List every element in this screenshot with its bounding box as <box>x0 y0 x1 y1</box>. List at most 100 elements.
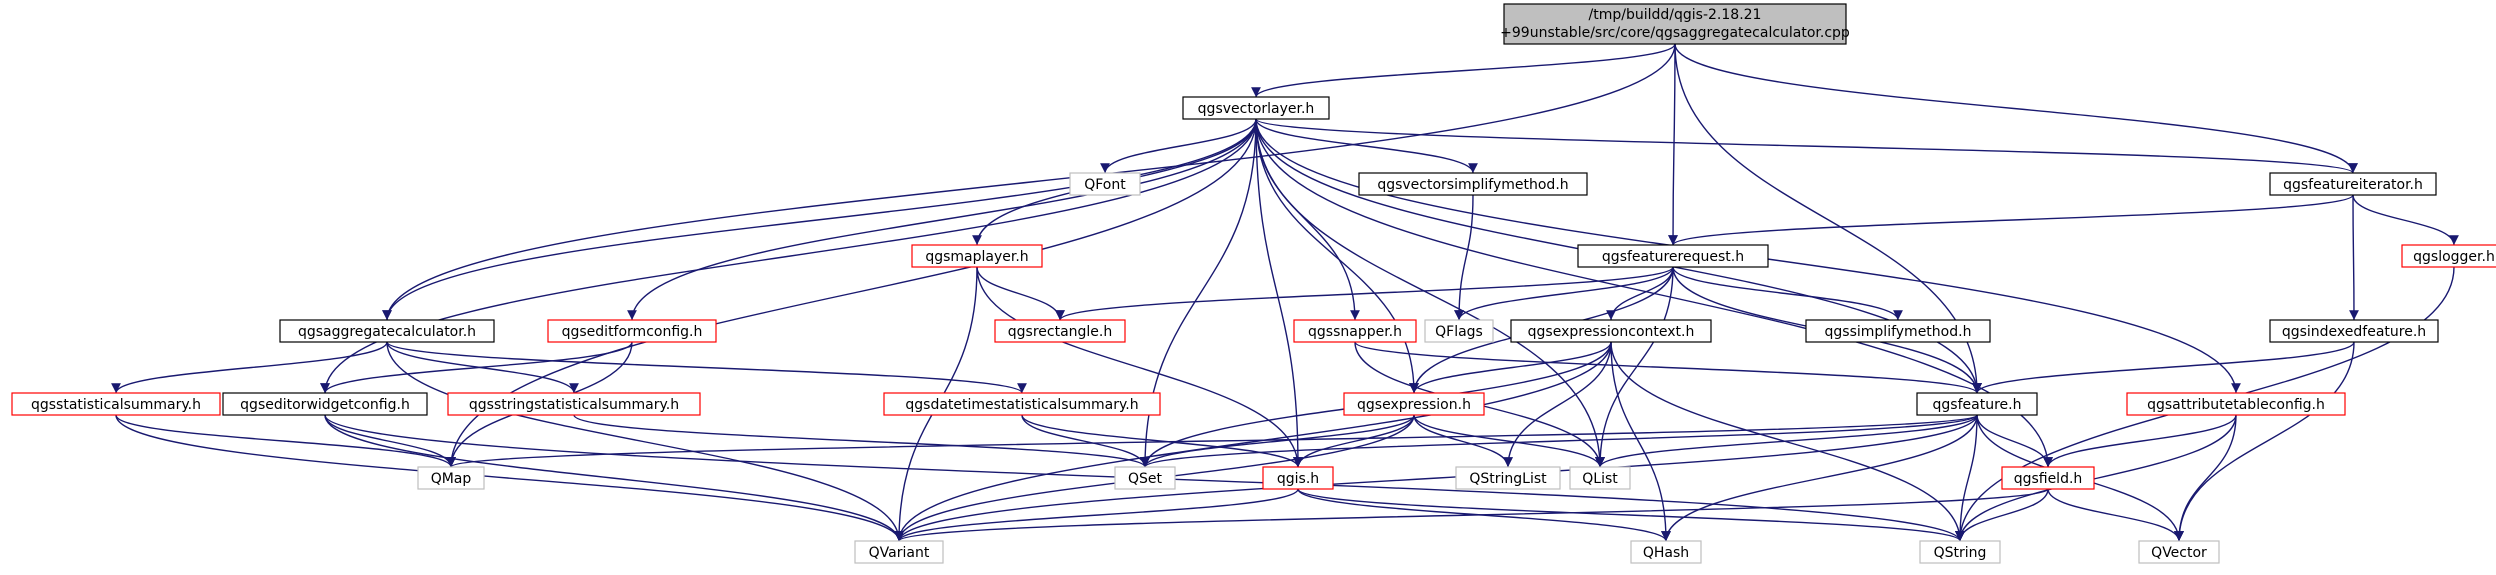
root-file-label: /tmp/buildd/qgis-2.18.21 <box>1589 7 1762 23</box>
node-label: qgis.h <box>1277 471 1319 487</box>
node-qgsvectorlayer[interactable]: qgsvectorlayer.h <box>1182 96 1330 120</box>
node-label: qgsattributetableconfig.h <box>2147 397 2325 413</box>
edge-qgsvectorlayer-to-qgseditformconfig <box>627 118 1257 321</box>
edge-qgssnapper-to-qgsfeature <box>1354 341 1982 394</box>
edge-qgsindexedfeature-to-qgsfeature <box>1972 341 2355 394</box>
node-box <box>883 392 1161 416</box>
node-label: QFont <box>1084 177 1126 193</box>
node-qvector[interactable]: QVector <box>2138 540 2220 564</box>
node-label: qgsrectangle.h <box>1008 324 1112 340</box>
edge-root-to-qgsfeatureiterator <box>1674 43 2358 174</box>
node-qgsmaplayer[interactable]: qgsmaplayer.h <box>911 244 1043 268</box>
node-box <box>1919 540 2001 564</box>
edge-qgsfeature-to-qhash <box>1661 414 1978 542</box>
edge-qgsfeature-to-qlist <box>1595 414 1978 468</box>
node-label: qgseditformconfig.h <box>562 324 703 340</box>
edge-qgsattributetableconfig-to-qvector <box>2174 414 2237 542</box>
root-file-label: +99unstable/src/core/qgsaggregatecalcula… <box>1500 25 1850 41</box>
node-label: qgsfeature.h <box>1933 397 2022 413</box>
node-box <box>1577 244 1769 268</box>
node-qgsaggregatecalculator[interactable]: qgsaggregatecalculator.h <box>279 319 495 343</box>
node-box <box>1805 319 1991 343</box>
edge-qgseditorwidgetconfig-to-qvariant <box>324 414 904 542</box>
edge-qgsexpressioncontext-to-qgsexpression <box>1409 341 1612 394</box>
edge-qgsexpression-to-qlist <box>1413 414 1605 468</box>
node-qgsindexedfeature[interactable]: qgsindexedfeature.h <box>2269 319 2439 343</box>
edge-root-to-qgsaggregatecalculator <box>382 43 1676 321</box>
node-box <box>2001 466 2095 490</box>
node-qgsattributetableconfig[interactable]: qgsattributetableconfig.h <box>2126 392 2346 416</box>
node-qgseditorwidgetconfig[interactable]: qgseditorwidgetconfig.h <box>222 392 428 416</box>
node-label: qgsstatisticalsummary.h <box>31 397 201 413</box>
node-box <box>2269 319 2439 343</box>
edge-qgsfeature-to-qmap <box>446 414 1978 468</box>
edge-qgsfeature-to-qstring <box>1955 414 1978 542</box>
node-qgsexpressioncontext[interactable]: qgsexpressioncontext.h <box>1510 319 1712 343</box>
node-qgsexpression[interactable]: qgsexpression.h <box>1343 392 1485 416</box>
edge-qgsattributetableconfig-to-qgsfield <box>2043 414 2237 468</box>
node-label: qgsexpression.h <box>1357 397 1471 413</box>
edge-qgsfeaturerequest-to-qgsexpressioncontext <box>1606 266 1674 321</box>
edge-qgsaggregatecalculator-to-qgsdatetimestatisticalsummary <box>386 341 1027 394</box>
node-box <box>2401 244 2496 268</box>
node-label: qgsvectorsimplifymethod.h <box>1377 177 1568 193</box>
node-qgslogger[interactable]: qgslogger.h <box>2401 244 2496 268</box>
node-label: qgsmaplayer.h <box>925 249 1028 265</box>
node-box <box>1916 392 2038 416</box>
node-qgsstringstatisticalsummary[interactable]: qgsstringstatisticalsummary.h <box>447 392 701 416</box>
edge-qgis-to-qstring <box>1297 488 1965 542</box>
edge-qgsexpression-to-qset <box>1140 414 1415 468</box>
edge-qgsfeaturerequest-to-qgsrectangle <box>1055 266 1674 321</box>
node-box <box>1630 540 1702 564</box>
node-qgsstatisticalsummary[interactable]: qgsstatisticalsummary.h <box>11 392 221 416</box>
node-box <box>11 392 221 416</box>
node-label: qgsexpressioncontext.h <box>1528 324 1695 340</box>
edge-qgsvectorlayer-to-qlist <box>1255 118 1605 468</box>
node-qgssimplifymethod[interactable]: qgssimplifymethod.h <box>1805 319 1991 343</box>
node-qgsrectangle[interactable]: qgsrectangle.h <box>994 319 1126 343</box>
edge-qgsmaplayer-to-qgsrectangle <box>976 266 1065 321</box>
node-box <box>1114 466 1176 490</box>
node-qgis[interactable]: qgis.h <box>1262 466 1334 490</box>
edge-qgsmaplayer-to-qgis <box>976 266 1303 468</box>
edge-qgsstatisticalsummary-to-qmap <box>115 414 456 468</box>
node-box <box>911 244 1043 268</box>
node-qstring[interactable]: QString <box>1919 540 2001 564</box>
node-box <box>1358 172 1588 196</box>
node-qmap[interactable]: QMap <box>417 466 485 490</box>
node-qlist[interactable]: QList <box>1569 466 1631 490</box>
node-box <box>1510 319 1712 343</box>
node-qgsvectorsimplifymethod[interactable]: qgsvectorsimplifymethod.h <box>1358 172 1588 196</box>
node-box <box>1569 466 1631 490</box>
edge-qgsexpressioncontext-to-qhash <box>1610 341 1671 542</box>
node-qgssnapper[interactable]: qgssnapper.h <box>1293 319 1417 343</box>
edge-qgsaggregatecalculator-to-qvariant <box>386 341 904 542</box>
node-qflags[interactable]: QFlags <box>1424 319 1494 343</box>
node-qgseditformconfig[interactable]: qgseditformconfig.h <box>547 319 717 343</box>
edge-qgsvectorlayer-to-qfont <box>1100 118 1257 174</box>
edge-root-to-qgsfeaturerequest <box>1668 43 1678 246</box>
edge-qgsexpression-to-qgis <box>1293 414 1415 468</box>
node-box <box>1182 96 1330 120</box>
node-box <box>1293 319 1417 343</box>
node-qset[interactable]: QSet <box>1114 466 1176 490</box>
node-box <box>222 392 428 416</box>
node-qgsfeatureiterator[interactable]: qgsfeatureiterator.h <box>2269 172 2437 196</box>
node-qgsfeaturerequest[interactable]: qgsfeaturerequest.h <box>1577 244 1769 268</box>
node-label: QVariant <box>869 545 930 561</box>
node-label: qgsfeatureiterator.h <box>2283 177 2423 193</box>
node-box <box>2138 540 2220 564</box>
edge-qgsfeatureiterator-to-qgsindexedfeature <box>2349 194 2359 321</box>
node-qgsfield[interactable]: qgsfield.h <box>2001 466 2095 490</box>
node-qstringlist[interactable]: QStringList <box>1455 466 1561 490</box>
node-qgsfeature[interactable]: qgsfeature.h <box>1916 392 2038 416</box>
node-qfont[interactable]: QFont <box>1069 172 1141 196</box>
node-qvariant[interactable]: QVariant <box>854 540 944 564</box>
edge-qgsvectorlayer-to-qgsfeatureiterator <box>1255 118 2358 174</box>
edge-qgsexpression-to-qstringlist <box>1413 414 1513 468</box>
node-qhash[interactable]: QHash <box>1630 540 1702 564</box>
edge-qgsdatetimestatisticalsummary-to-qset <box>1021 414 1150 468</box>
node-box <box>417 466 485 490</box>
node-qgsdatetimestatisticalsummary[interactable]: qgsdatetimestatisticalsummary.h <box>883 392 1161 416</box>
node-label: QHash <box>1643 545 1689 561</box>
